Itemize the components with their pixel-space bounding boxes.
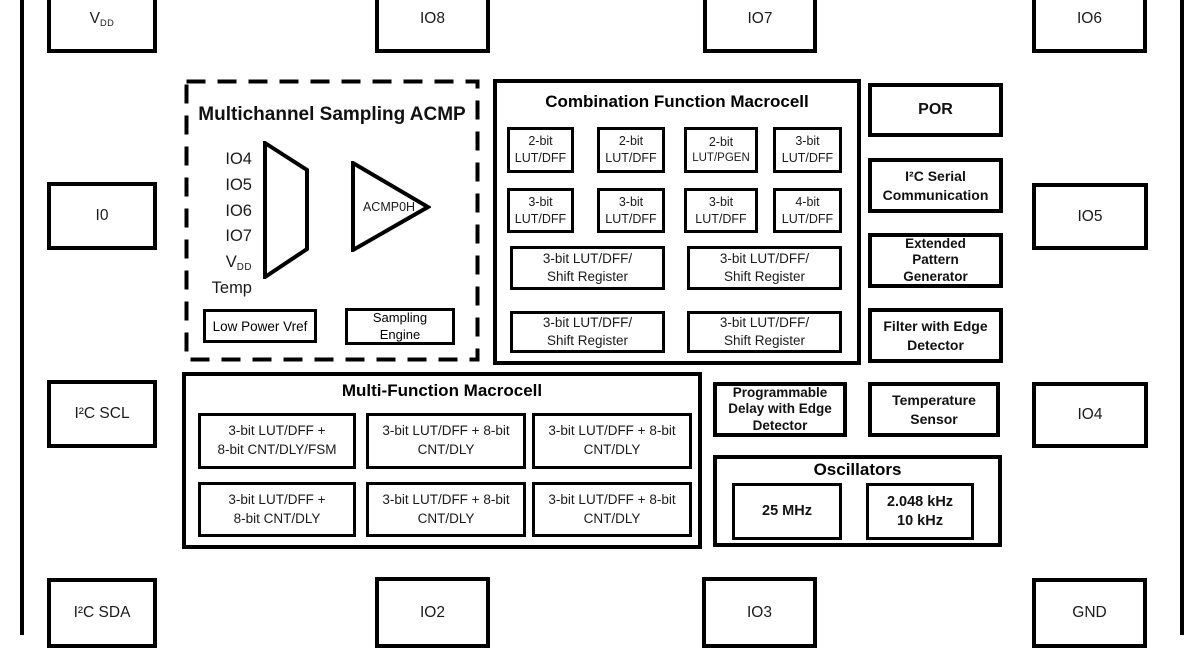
pin-io2: IO2	[375, 577, 490, 648]
pin-gnd: GND	[1032, 578, 1147, 648]
pin-io8-label: IO8	[420, 9, 445, 27]
multifunction-macrocell-title: Multi-Function Macrocell	[341, 381, 543, 400]
pin-i2c-sda-label: I²C SDA	[73, 604, 131, 621]
pin-io3-label: IO3	[747, 603, 772, 621]
acmp-input-temp: Temp	[211, 278, 252, 297]
shift-register-cell: 3-bit LUT/DFF/Shift Register	[687, 246, 842, 290]
comparator-symbol	[351, 161, 431, 252]
shift-register-cell: 3-bit LUT/DFF/Shift Register	[687, 311, 842, 353]
acmp-input-list: IO4 IO5 IO6 IO7 VDD Temp	[190, 148, 252, 303]
pin-io7: IO7	[703, 0, 817, 53]
pin-gnd-label: GND	[1072, 604, 1107, 621]
chip-border-left	[20, 0, 24, 635]
shift-register-cell: 3-bit LUT/DFF/Shift Register	[510, 311, 665, 353]
pin-io8: IO8	[375, 0, 490, 53]
por-block: POR	[868, 83, 1003, 137]
pin-vdd: VDD	[47, 0, 157, 53]
multifunction-cell: 3-bit LUT/DFF +8-bit CNT/DLY/FSM	[198, 413, 356, 469]
pin-i0: I0	[47, 182, 157, 250]
pin-io4-label: IO4	[1077, 406, 1103, 423]
acmp-input-io4: IO4	[225, 150, 252, 168]
oscillators-title: Oscillators	[813, 460, 902, 479]
pin-io7-label: IO7	[747, 9, 773, 27]
low-power-vref-label: Low Power Vref	[212, 318, 308, 334]
combination-macrocell-title: Combination Function Macrocell	[545, 92, 809, 111]
pin-io6: IO6	[1032, 0, 1147, 53]
pin-vdd-label: VDD	[89, 9, 115, 28]
acmp-title: Multichannel Sampling ACMP	[198, 104, 466, 125]
pin-i0-label: I0	[95, 207, 109, 224]
pin-i2c-scl-label: I²C SCL	[74, 405, 130, 422]
low-power-vref-block: Low Power Vref	[203, 309, 317, 343]
temperature-sensor-block: Temperature Sensor	[868, 382, 1000, 437]
pin-io5-label: IO5	[1077, 207, 1103, 225]
comparator-label: ACMP0H	[362, 200, 416, 214]
acmp-dashed-border	[184, 79, 480, 362]
acmp-input-io5: IO5	[225, 175, 252, 194]
shift-register-cell: 3-bit LUT/DFF/Shift Register	[510, 246, 665, 290]
pin-io4: IO4	[1032, 382, 1148, 448]
acmp-input-io6: IO6	[225, 201, 252, 220]
pin-i2c-sda: I²C SDA	[47, 578, 157, 648]
acmp-input-io7: IO7	[225, 227, 252, 246]
osc-25mhz-cell: 25 MHz	[732, 483, 842, 540]
analog-mux-symbol	[263, 141, 309, 279]
extended-pattern-generator-block: Extended Pattern Generator	[868, 233, 1003, 288]
sampling-engine-block: Sampling Engine	[345, 308, 455, 345]
acmp-input-vdd: VDD	[225, 253, 252, 274]
pin-io3: IO3	[702, 577, 817, 648]
chip-border-right	[1180, 0, 1184, 635]
pin-io2-label: IO2	[420, 603, 445, 621]
programmable-delay-block: Programmable Delay with Edge Detector	[713, 382, 847, 437]
multifunction-cell: 3-bit LUT/DFF +8-bit CNT/DLY	[198, 482, 356, 537]
osc-lowfreq-cell: 2.048 kHz 10 kHz	[866, 483, 974, 540]
pin-i2c-scl: I²C SCL	[47, 380, 157, 448]
pin-io6-label: IO6	[1077, 9, 1102, 27]
i2c-serial-block: I²C Serial Communication	[868, 158, 1003, 213]
filter-edge-detector-block: Filter with Edge Detector	[868, 308, 1003, 363]
pin-io5: IO5	[1032, 183, 1148, 250]
